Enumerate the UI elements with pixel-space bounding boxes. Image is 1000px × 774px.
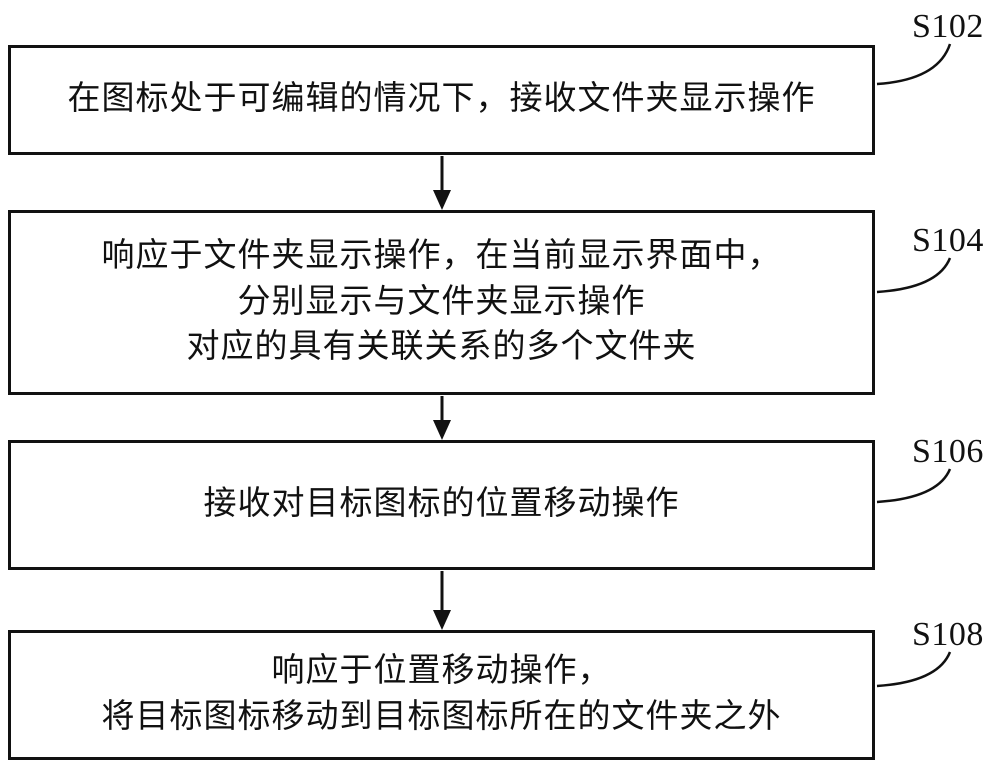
leader-line-s104 (876, 257, 952, 294)
step-text: 接收对目标图标的位置移动操作 (203, 486, 680, 523)
leader-line-s108 (876, 651, 952, 688)
step-text: 将目标图标移动到目标图标所在的文件夹之外 (101, 699, 782, 735)
leader-line-s106 (876, 468, 952, 504)
step-box-s102: 在图标处于可编辑的情况下，接收文件夹显示操作 (8, 45, 875, 155)
step-text: 分别显示与文件夹显示操作 (237, 283, 646, 320)
step-text: 在图标处于可编辑的情况下，接收文件夹显示操作 (67, 81, 816, 118)
step-box-s108: 响应于位置移动操作， 将目标图标移动到目标图标所在的文件夹之外 (8, 630, 875, 760)
step-text: 响应于文件夹显示操作，在当前显示界面中， (101, 238, 782, 275)
arrow-step2-to-step3 (433, 396, 451, 440)
arrow-step3-to-step4 (433, 571, 451, 630)
step-text: 响应于位置移动操作， (271, 653, 612, 690)
leader-line-s102 (876, 43, 952, 86)
step-text: 对应的具有关联关系的多个文件夹 (186, 329, 697, 366)
step-box-s106: 接收对目标图标的位置移动操作 (8, 440, 875, 570)
step-label-s106: S106 (912, 433, 984, 470)
step-label-s108: S108 (912, 616, 984, 653)
step-label-s104: S104 (912, 222, 984, 259)
arrow-step1-to-step2 (433, 156, 451, 210)
step-label-s102: S102 (912, 8, 984, 45)
step-box-s104: 响应于文件夹显示操作，在当前显示界面中， 分别显示与文件夹显示操作 对应的具有关… (8, 210, 875, 395)
